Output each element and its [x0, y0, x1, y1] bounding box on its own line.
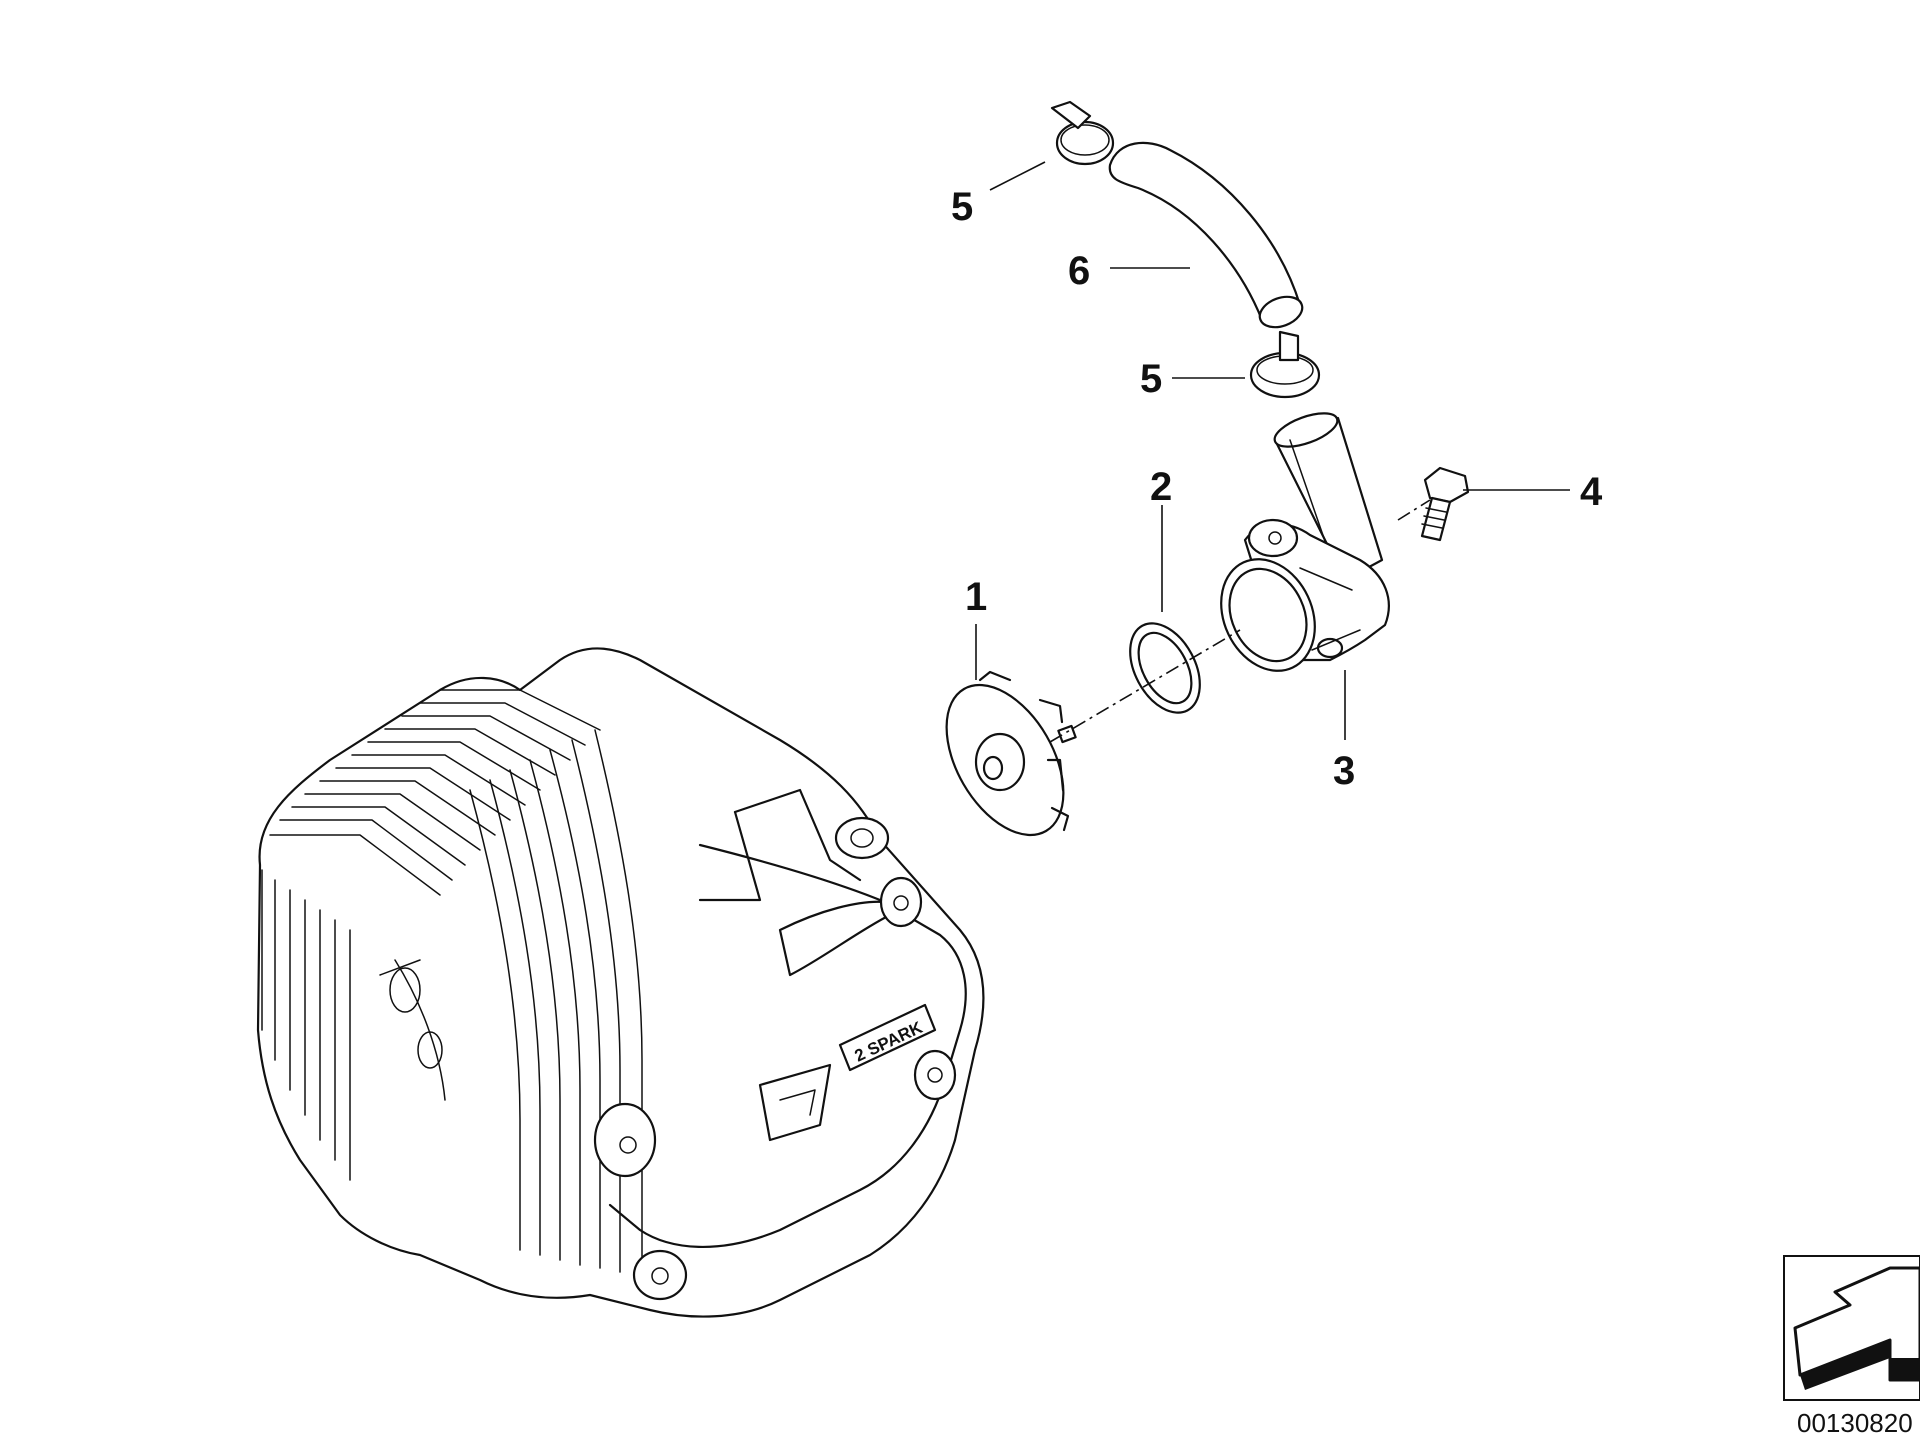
callout-6: 6	[1068, 249, 1090, 293]
leader-lines	[975, 161, 1570, 740]
bolt	[1420, 466, 1470, 542]
orientation-box	[1783, 1255, 1920, 1401]
callout-3: 3	[1333, 749, 1355, 793]
cover-bolts	[389, 816, 957, 1301]
callout-2: 2	[1150, 465, 1172, 509]
pump-housing	[1220, 412, 1390, 672]
callout-5-top: 5	[951, 185, 973, 229]
assembly-centerline	[1049, 629, 1241, 743]
coolant-hose	[1108, 141, 1304, 329]
o-ring	[1129, 622, 1201, 714]
hose-clamp-bottom	[1249, 330, 1321, 399]
callout-1: 1	[965, 575, 987, 619]
cylinder-head-cover: 2 SPARK	[256, 647, 985, 1318]
callout-5-bottom: 5	[1140, 357, 1162, 401]
diagram-id: 00130820	[1797, 1408, 1913, 1438]
cooling-fins	[261, 689, 643, 1281]
hose-clamp-top	[1050, 100, 1115, 166]
impeller	[945, 670, 1077, 837]
callout-4: 4	[1580, 470, 1603, 514]
